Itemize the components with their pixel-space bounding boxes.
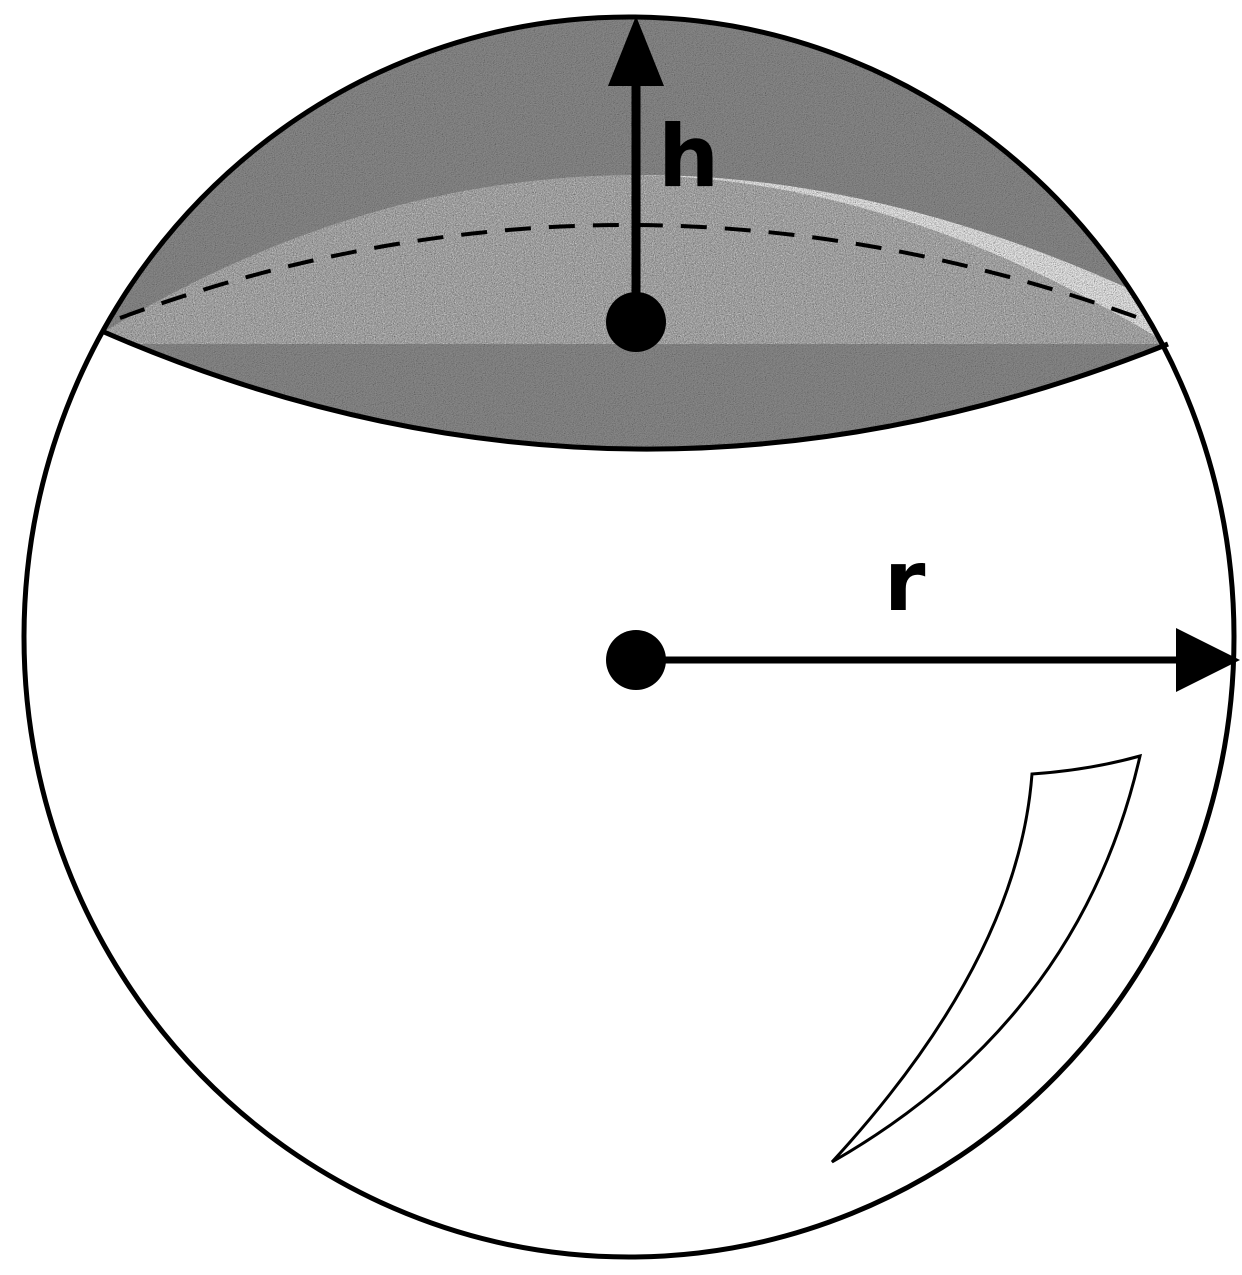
highlight-reflection (830, 753, 1143, 1164)
center-point (606, 630, 666, 690)
cap-base-center-point (606, 292, 666, 352)
radius-arrow (636, 628, 1240, 692)
cap-base-front-edge (103, 329, 1169, 452)
radius-label: r (884, 532, 926, 630)
height-label: h (658, 107, 719, 207)
cap-base-hidden-edge-dashed (119, 223, 1151, 324)
sphere-outline (21, 14, 1237, 1260)
height-arrow (608, 16, 664, 322)
